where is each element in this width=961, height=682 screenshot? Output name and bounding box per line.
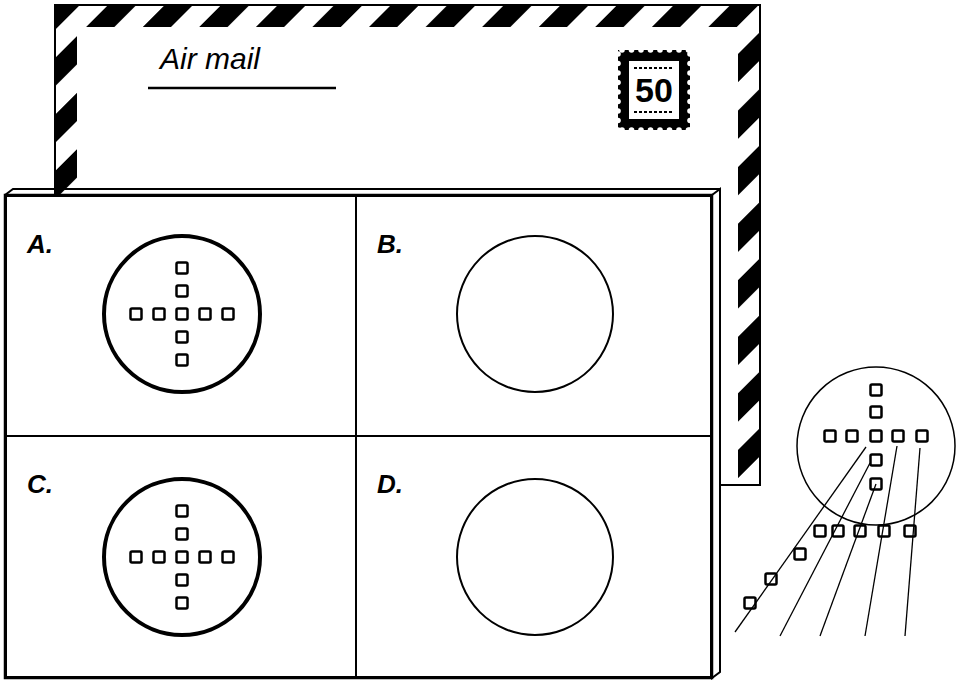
panel-cell: A. xyxy=(5,195,357,437)
cell-letter: D. xyxy=(377,469,403,500)
display-circle xyxy=(457,236,613,392)
card xyxy=(5,195,712,678)
display-circle xyxy=(104,236,260,392)
detail-circle xyxy=(797,367,955,525)
display-circle xyxy=(457,479,613,635)
cell-letter: B. xyxy=(377,229,403,260)
underline xyxy=(148,87,336,90)
panel-cell: C. xyxy=(5,435,357,678)
cell-letter: C. xyxy=(27,469,53,500)
pull-lines xyxy=(735,446,920,636)
stamp xyxy=(615,47,693,133)
display-circle xyxy=(104,479,260,635)
cell-letter: A. xyxy=(27,229,53,260)
panel-cell: B. xyxy=(355,195,712,437)
stamp-value: 50 xyxy=(635,71,673,110)
envelope-title: Air mail xyxy=(160,42,260,76)
panel-cell: D. xyxy=(355,435,712,678)
